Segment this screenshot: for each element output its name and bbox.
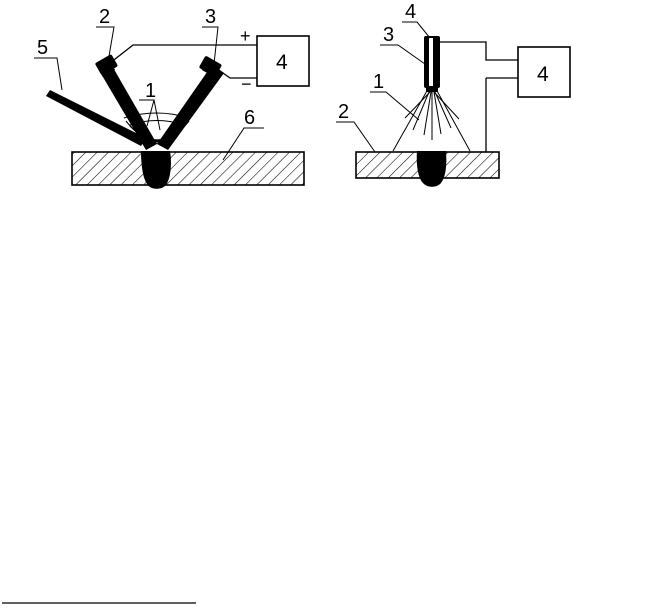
left-electrode-1	[95, 54, 157, 150]
right-label-electrode: 4	[405, 1, 416, 23]
right-wires	[440, 41, 518, 152]
left-power-source-box	[256, 35, 310, 87]
left-label-filler-rod: 5	[37, 37, 48, 59]
right-weld-bead	[416, 151, 447, 187]
left-leader-lines	[34, 26, 264, 161]
minus-sign: −	[241, 74, 252, 94]
left-label-electrode-2: 3	[205, 6, 216, 28]
left-wires	[109, 44, 257, 79]
left-workpiece	[71, 151, 305, 186]
right-label-nozzle: 3	[383, 24, 394, 46]
left-label-electrode-1: 2	[99, 6, 110, 28]
right-torch	[424, 36, 440, 92]
right-label-workpiece: 2	[338, 101, 349, 123]
left-filler-rod	[46, 90, 146, 146]
left-label-arc: 1	[145, 80, 156, 102]
plus-sign: +	[240, 26, 251, 46]
left-power-source-label: 4	[276, 51, 288, 74]
right-diagram: 4 4 3 1 2	[336, 1, 571, 187]
right-leader-lines	[336, 21, 431, 153]
left-diagram: 4 + − 2 3 5 1 6	[34, 6, 310, 189]
right-power-source-box	[517, 46, 571, 98]
right-plasma-jet	[392, 88, 471, 152]
right-power-source-label: 4	[537, 63, 549, 86]
left-electrode-2	[157, 56, 224, 150]
left-weld-bead	[141, 151, 171, 189]
left-label-workpiece: 6	[244, 107, 255, 129]
right-label-plasma-jet: 1	[373, 71, 384, 93]
